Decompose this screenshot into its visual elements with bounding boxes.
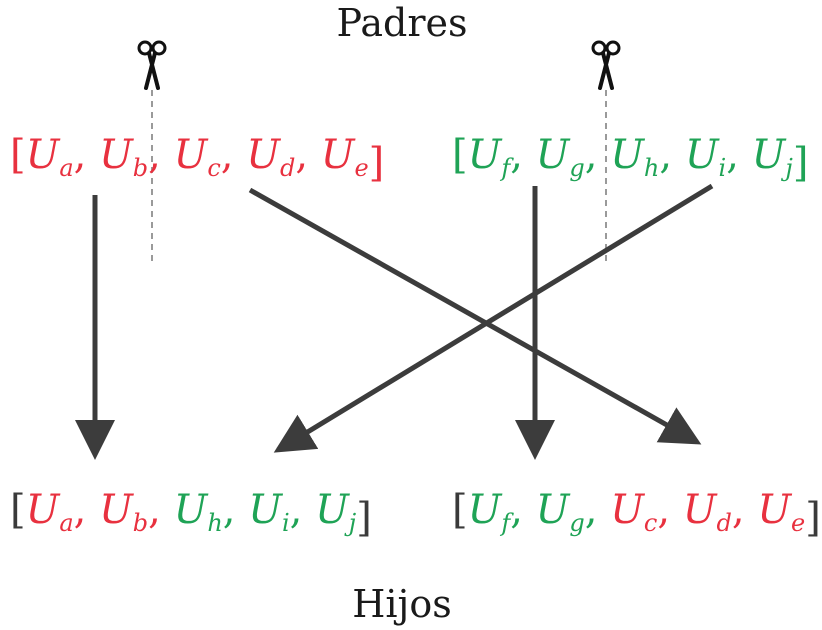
gene-symbol: U xyxy=(536,487,571,533)
gene-subscript: h xyxy=(207,509,222,537)
comma-separator: , xyxy=(74,132,99,178)
gene-subscript: a xyxy=(59,154,73,182)
gene-symbol: U xyxy=(99,132,134,178)
children-title: Hijos xyxy=(352,582,451,626)
comma-separator: , xyxy=(221,132,246,178)
comma-separator: , xyxy=(510,487,535,533)
gene-subscript: g xyxy=(569,154,584,182)
lists-layer: [Ua, Ub, Uc, Ud, Ue][Uf, Ug, Uh, Ui, Uj]… xyxy=(10,132,821,541)
gene-subscript: b xyxy=(133,154,148,182)
parents-title: Padres xyxy=(337,1,468,45)
scissors-icon xyxy=(137,40,167,90)
gene-symbol: U xyxy=(468,487,503,533)
comma-separator: , xyxy=(290,487,315,533)
gene-symbol: U xyxy=(174,132,209,178)
child-list-2: [Uf, Ug, Uc, Ud, Ue] xyxy=(452,487,821,541)
gene-symbol: U xyxy=(757,487,792,533)
comma-separator: , xyxy=(148,132,173,178)
parent-list-1: [Ua, Ub, Uc, Ud, Ue] xyxy=(10,132,384,186)
comma-separator: , xyxy=(295,132,320,178)
close-bracket: ] xyxy=(805,495,821,541)
comma-separator: , xyxy=(585,132,610,178)
gene-subscript: g xyxy=(569,509,584,537)
gene-subscript: d xyxy=(280,154,295,182)
open-bracket: [ xyxy=(452,132,468,178)
gene-subscript: i xyxy=(282,509,290,537)
gene-subscript: a xyxy=(59,509,73,537)
open-bracket: [ xyxy=(10,132,26,178)
gene-symbol: U xyxy=(468,132,503,178)
gene-subscript: e xyxy=(354,154,368,182)
child-list-1: [Ua, Ub, Uh, Ui, Uj] xyxy=(10,487,372,541)
comma-separator: , xyxy=(657,487,682,533)
comma-separator: , xyxy=(659,132,684,178)
gene-symbol: U xyxy=(315,487,350,533)
open-bracket: [ xyxy=(10,487,26,533)
gene-symbol: U xyxy=(752,132,787,178)
gene-symbol: U xyxy=(685,132,720,178)
gene-symbol: U xyxy=(248,487,283,533)
open-bracket: [ xyxy=(452,487,468,533)
gene-symbol: U xyxy=(26,132,61,178)
scissors-icon xyxy=(591,40,621,90)
gene-subscript: c xyxy=(644,509,657,537)
arrow-parent1-tail-to-child2 xyxy=(248,187,702,445)
comma-separator: , xyxy=(726,132,751,178)
comma-separator: , xyxy=(223,487,248,533)
gene-symbol: U xyxy=(321,132,356,178)
comma-separator: , xyxy=(585,487,610,533)
close-bracket: ] xyxy=(793,140,809,186)
gene-subscript: c xyxy=(207,154,220,182)
gene-subscript: d xyxy=(717,509,732,537)
comma-separator: , xyxy=(510,132,535,178)
parent-list-2: [Uf, Ug, Uh, Ui, Uj] xyxy=(452,132,808,186)
gene-symbol: U xyxy=(683,487,718,533)
close-bracket: ] xyxy=(369,140,385,186)
gene-symbol: U xyxy=(536,132,571,178)
comma-separator: , xyxy=(74,487,99,533)
gene-symbol: U xyxy=(174,487,209,533)
gene-symbol: U xyxy=(610,487,645,533)
gene-subscript: i xyxy=(719,154,727,182)
comma-separator: , xyxy=(732,487,757,533)
comma-separator: , xyxy=(148,487,173,533)
gene-symbol: U xyxy=(99,487,134,533)
gene-subscript: b xyxy=(133,509,148,537)
gene-symbol: U xyxy=(246,132,281,178)
gene-symbol: U xyxy=(26,487,61,533)
gene-subscript: e xyxy=(791,509,805,537)
gene-symbol: U xyxy=(610,132,645,178)
arrow-parent2-tail-to-child1 xyxy=(273,183,714,453)
gene-subscript: h xyxy=(644,154,659,182)
close-bracket: ] xyxy=(356,495,372,541)
